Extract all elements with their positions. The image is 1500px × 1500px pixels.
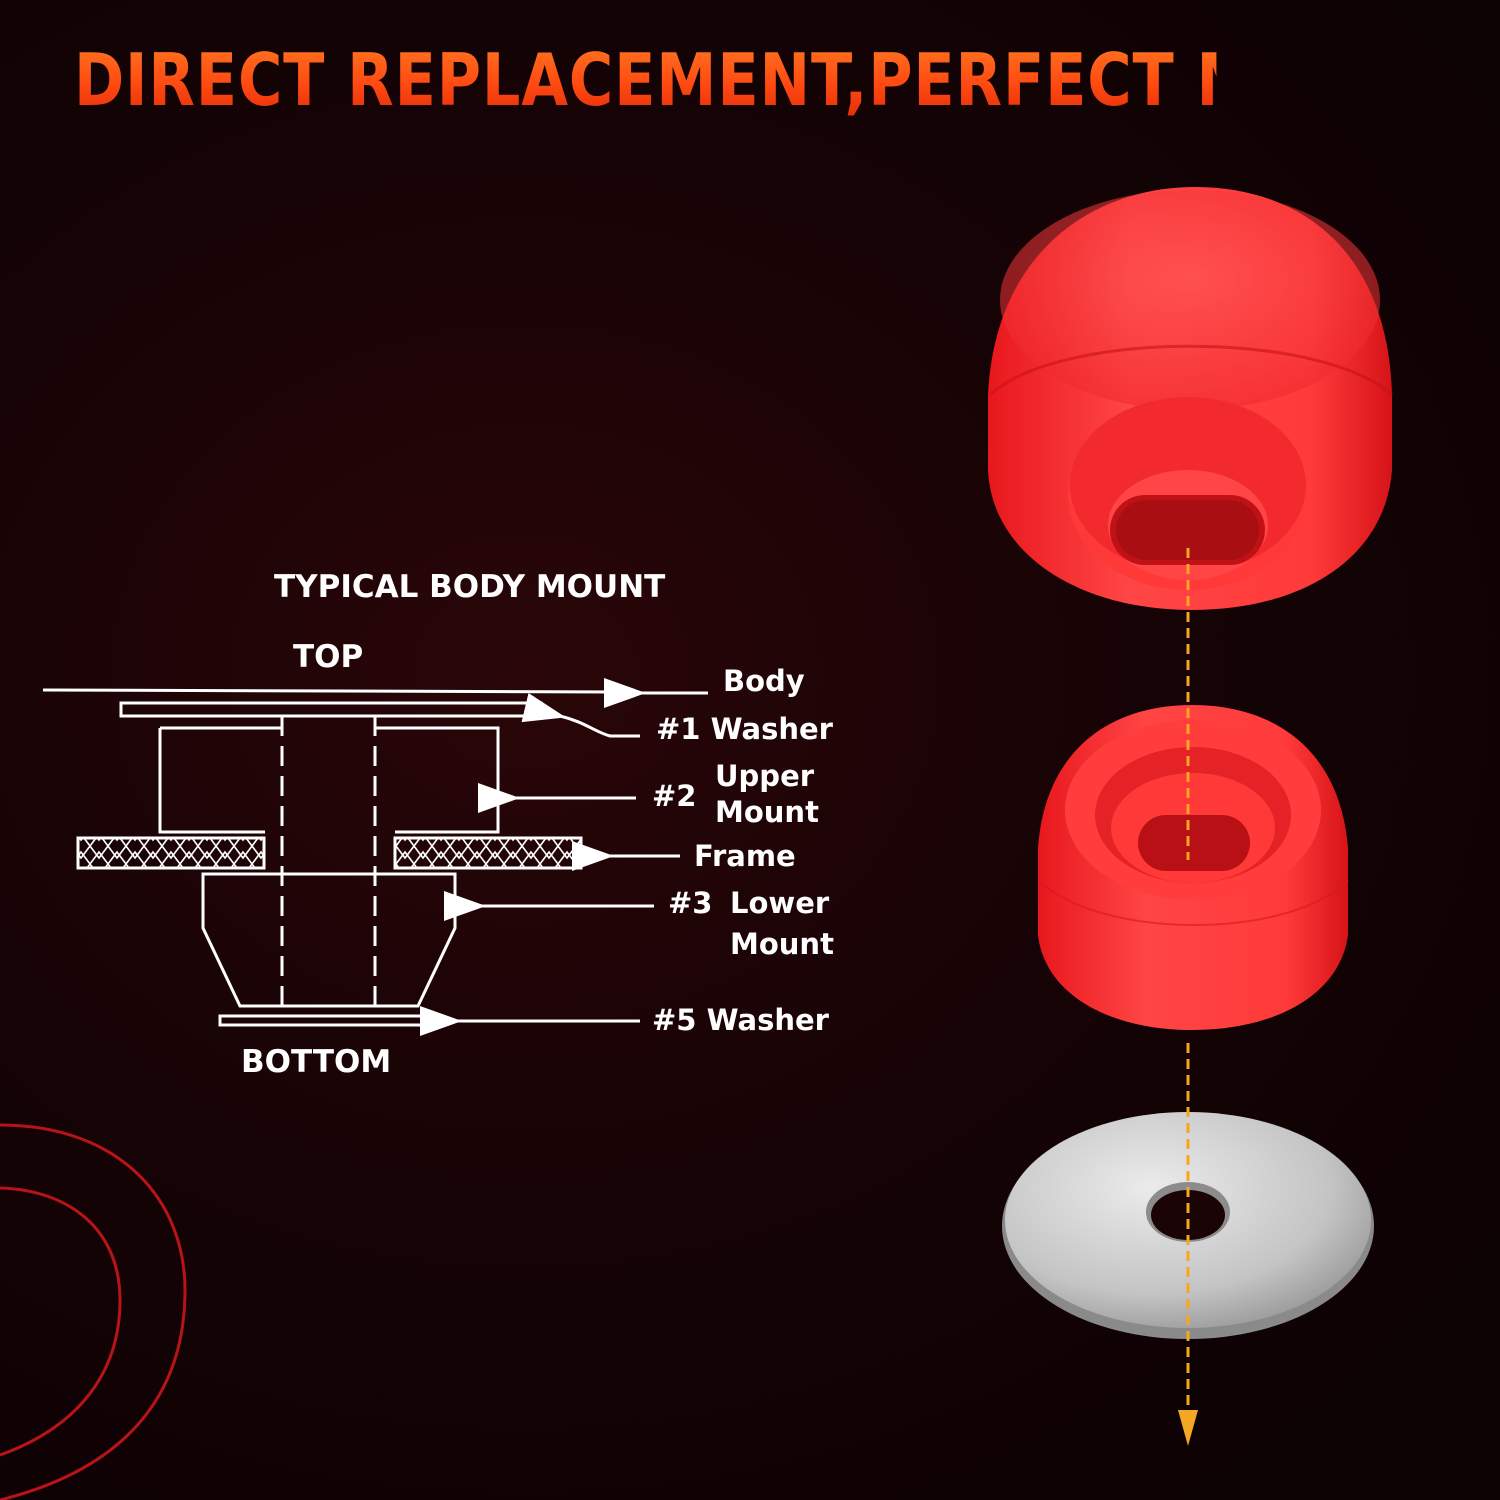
diagram-lower-mount	[201, 872, 457, 1008]
part-label-body: Body	[723, 664, 805, 698]
diagram-title: TYPICAL BODY MOUNT	[274, 569, 666, 605]
diagram-bottom-label: BOTTOM	[241, 1044, 392, 1080]
part-label-frame: Frame	[694, 839, 796, 873]
part-number-upper-mount: #2	[652, 779, 697, 813]
part-name-lower-line1: Lower	[730, 886, 830, 920]
lower-mount-bushing	[1037, 705, 1349, 1030]
alignment-arrow-head	[1178, 1410, 1198, 1446]
part-label-washer-1: #1 Washer	[656, 712, 833, 746]
background-arc-outer	[0, 1123, 187, 1500]
headline: DIRECT REPLACEMENT,PERFECT MATCH	[74, 38, 1440, 122]
part-number-lower-mount: #3	[668, 886, 713, 920]
part-label-washer-5: #5 Washer	[652, 1003, 829, 1037]
upper-mount-bushing	[988, 187, 1394, 610]
background-arc-inner	[0, 1186, 122, 1457]
part-name-upper-line2: Mount	[715, 795, 819, 830]
part-name-upper-line1: Upper	[715, 759, 815, 793]
part-name-lower-line2: Mount	[730, 927, 834, 961]
part-name-upper-mount: Upper Mount	[715, 759, 819, 830]
diagram-top-label: TOP	[293, 639, 364, 675]
arrow-washer-1	[521, 693, 640, 738]
diagram-body-line	[42, 688, 618, 694]
diagram-frame-left	[76, 836, 266, 870]
